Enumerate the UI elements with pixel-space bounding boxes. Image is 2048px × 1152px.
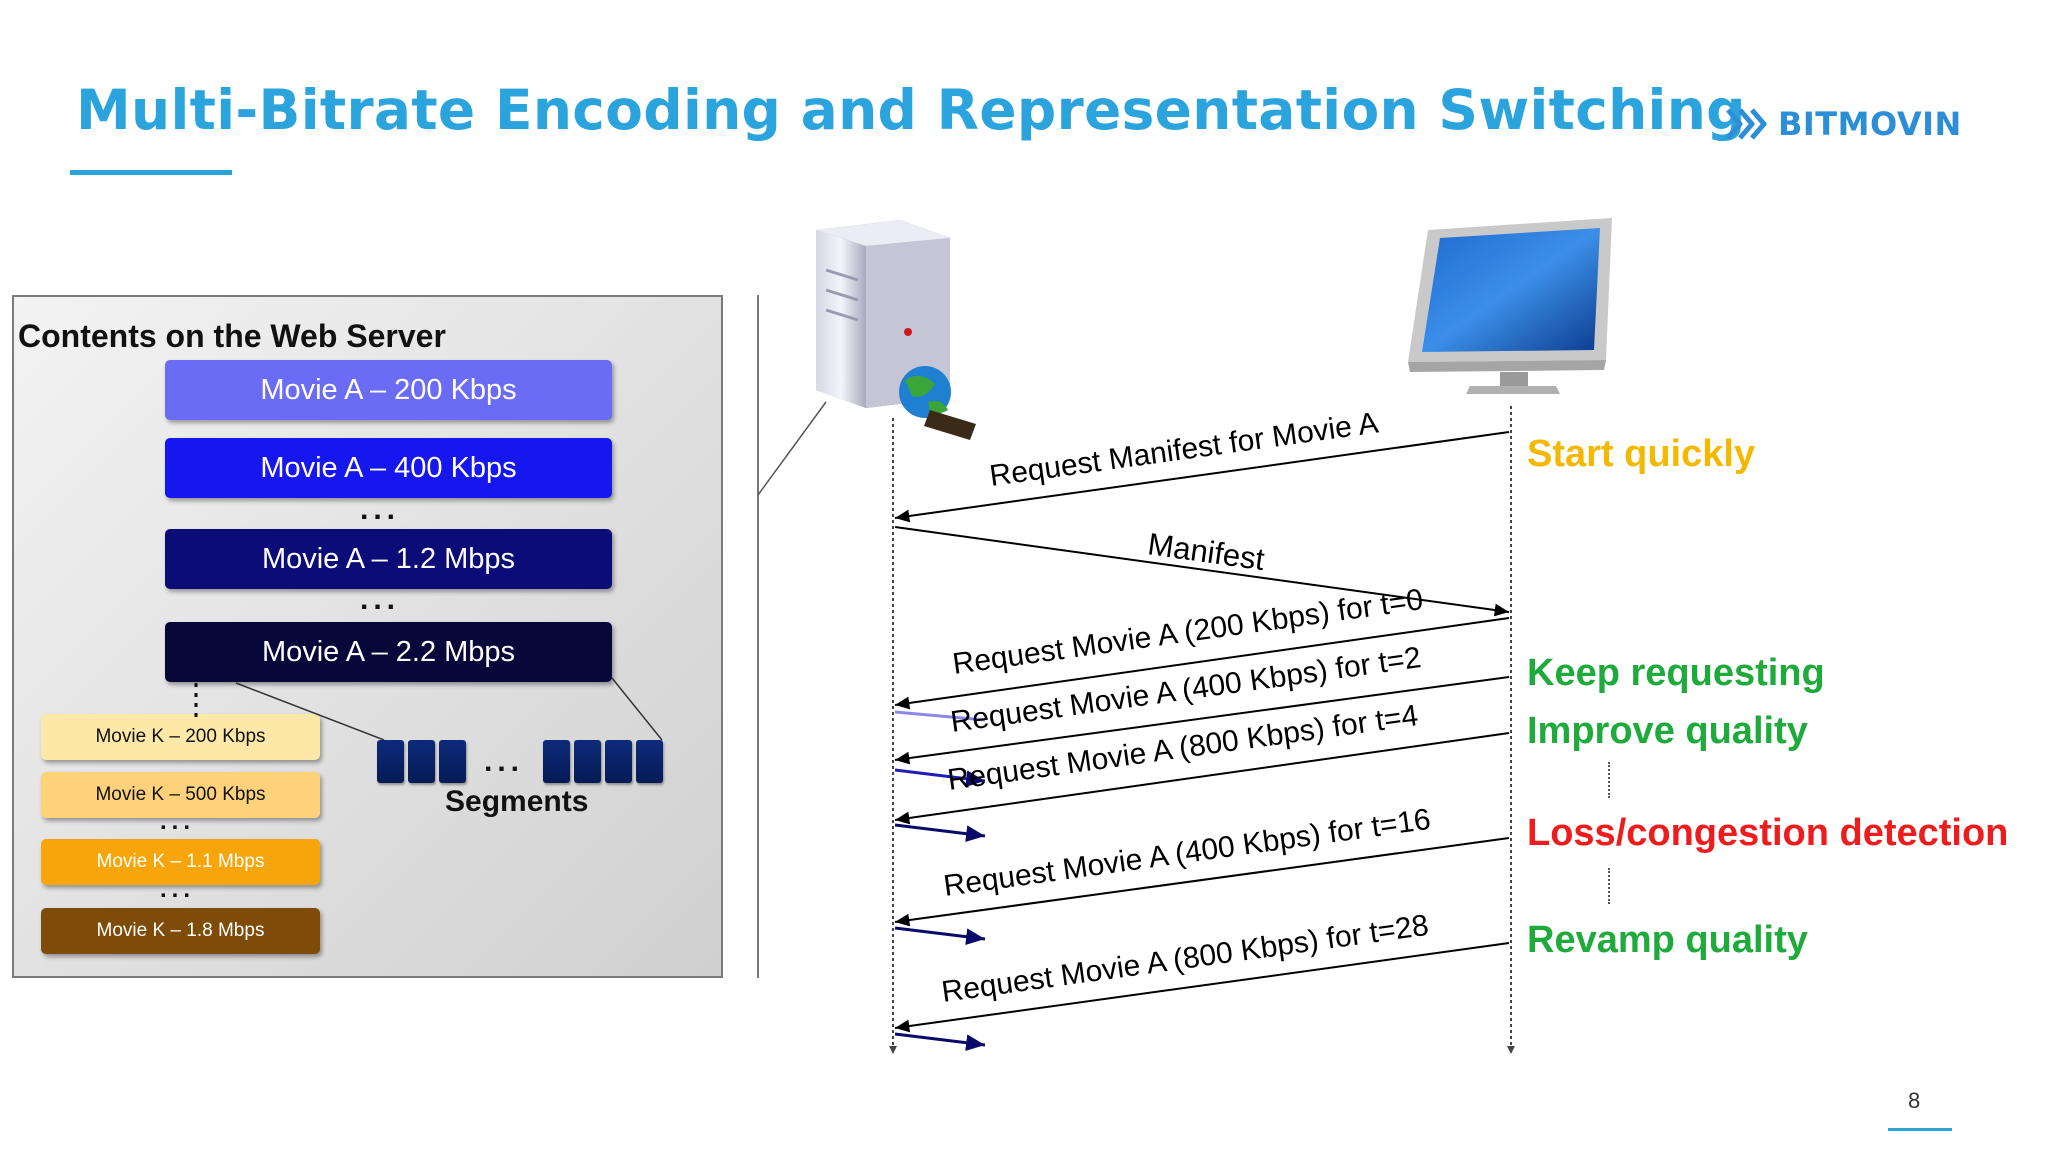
segment-block [543, 740, 570, 783]
segment-block [636, 740, 663, 783]
segment-delivery-arrows [894, 710, 986, 1052]
ellipsis: ... [484, 745, 525, 778]
movie-a-representation: Movie A – 1.2 Mbps [165, 529, 612, 589]
phase-separator [1608, 868, 1610, 904]
computer-monitor-icon [1408, 218, 1612, 394]
ellipsis: ... [360, 493, 401, 526]
segment-block [439, 740, 466, 783]
segments-label: Segments [445, 785, 589, 818]
phase-label: Loss/congestion detection [1527, 812, 2009, 854]
movie-a-representation: Movie A – 200 Kbps [165, 360, 612, 420]
message-arrows [894, 431, 1510, 1033]
phase-label: Start quickly [1527, 433, 1756, 475]
phase-label: Keep requesting [1527, 652, 1825, 694]
chevron-logo-icon [1726, 108, 1767, 140]
phase-separator [1608, 762, 1610, 798]
title-underline [70, 170, 232, 175]
panel-divider [757, 295, 759, 978]
movie-k-representation: Movie K – 1.1 Mbps [41, 839, 320, 885]
movie-a-representation: Movie A – 400 Kbps [165, 438, 612, 498]
movie-k-representation: Movie K – 200 Kbps [41, 714, 320, 760]
slide-title: Multi-Bitrate Encoding and Representatio… [76, 78, 1746, 142]
ellipsis: ... [160, 808, 196, 835]
ellipsis: ... [160, 876, 196, 903]
phase-label: Revamp quality [1527, 919, 1808, 961]
logo-text: BITMOVIN [1778, 105, 1962, 143]
server-icon [816, 220, 976, 440]
segment-block [605, 740, 632, 783]
page-number-underline [1888, 1128, 1952, 1131]
movie-a-representation: Movie A – 2.2 Mbps [165, 622, 612, 682]
segment-block [408, 740, 435, 783]
zoom-connector-lines [194, 401, 827, 741]
page-number: 8 [1908, 1088, 1921, 1113]
ellipsis: ... [360, 583, 401, 616]
movie-k-representation: Movie K – 500 Kbps [41, 772, 320, 818]
segment-block [574, 740, 601, 783]
bitmovin-logo: BITMOVIN [1724, 102, 1962, 146]
panel-title: Contents on the Web Server [18, 318, 446, 354]
segment-block [377, 740, 404, 783]
movie-k-representation: Movie K – 1.8 Mbps [41, 908, 320, 954]
phase-label: Improve quality [1527, 710, 1808, 752]
